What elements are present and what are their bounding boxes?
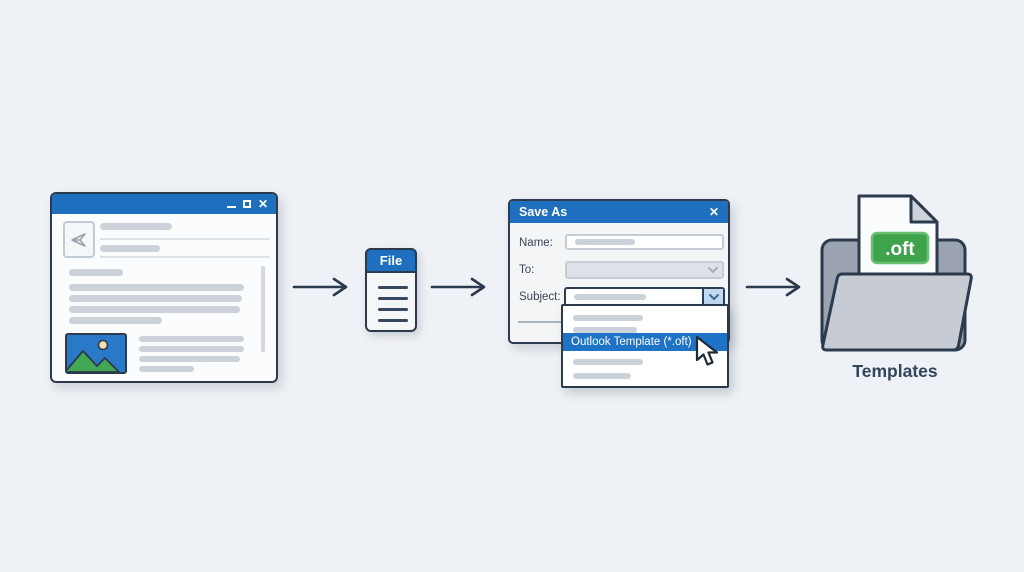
body-line: [69, 269, 123, 276]
right-arrow-icon: [745, 277, 801, 297]
body-line: [139, 366, 194, 372]
email-window-titlebar: ✕: [52, 194, 276, 214]
subject-label: Subject:: [519, 291, 561, 303]
name-input[interactable]: [565, 234, 724, 250]
right-arrow-icon: [292, 277, 348, 297]
minimize-icon[interactable]: [226, 206, 236, 208]
file-menu-card: File: [365, 248, 417, 332]
paper-plane-icon: [71, 232, 86, 247]
email-compose-window: ✕: [50, 192, 278, 383]
templates-folder-icon[interactable]: .oft: [815, 192, 975, 360]
file-menu-label: File: [379, 253, 403, 268]
mouse-cursor-icon: [695, 335, 719, 366]
send-button[interactable]: [63, 221, 95, 258]
menu-item-line[interactable]: [378, 319, 408, 322]
body-line: [69, 306, 240, 313]
folder-front-panel: [821, 272, 973, 352]
body-line: [139, 346, 244, 352]
scrollbar[interactable]: [261, 266, 265, 352]
field-divider: [100, 256, 270, 258]
right-arrow-icon: [430, 277, 486, 297]
save-as-titlebar: Save As ✕: [510, 201, 728, 223]
body-line: [139, 356, 240, 362]
menu-item-line[interactable]: [378, 286, 408, 289]
oft-badge-label: .oft: [885, 239, 915, 260]
inline-image-thumbnail: [65, 333, 127, 374]
folder-label: Templates: [852, 361, 938, 381]
to-field-placeholder: [100, 223, 172, 230]
to-select[interactable]: [565, 261, 724, 279]
subject-placeholder: [574, 294, 646, 300]
chevron-down-icon: [708, 293, 719, 300]
body-line: [69, 295, 242, 302]
body-line: [69, 284, 244, 291]
name-label: Name:: [519, 237, 553, 249]
dropdown-item[interactable]: [573, 327, 637, 333]
to-label: To:: [519, 264, 535, 276]
dialog-title: Save As: [519, 205, 568, 219]
page-fold-corner: [909, 194, 939, 224]
dropdown-item[interactable]: [573, 359, 643, 365]
dropdown-item-selected[interactable]: Outlook Template (*.oft): [563, 333, 727, 351]
dropdown-item[interactable]: [573, 315, 643, 321]
body-line: [139, 336, 244, 342]
subject-field-placeholder: [100, 245, 160, 252]
oft-badge: [870, 231, 930, 265]
name-placeholder: [575, 239, 635, 245]
field-divider: [100, 238, 270, 240]
body-line: [69, 317, 162, 324]
chevron-down-icon: [708, 267, 718, 274]
subject-dropdown-button[interactable]: [702, 289, 723, 305]
menu-item-line[interactable]: [378, 297, 408, 300]
close-icon[interactable]: ✕: [257, 197, 268, 211]
file-menu-button[interactable]: File: [365, 248, 417, 273]
maximize-icon[interactable]: [242, 200, 251, 208]
selected-item-label: Outlook Template (*.oft): [571, 336, 692, 348]
image-icon: [67, 339, 120, 372]
menu-item-line[interactable]: [378, 308, 408, 311]
dialog-close-icon[interactable]: ✕: [708, 205, 719, 219]
dropdown-item[interactable]: [573, 373, 631, 379]
